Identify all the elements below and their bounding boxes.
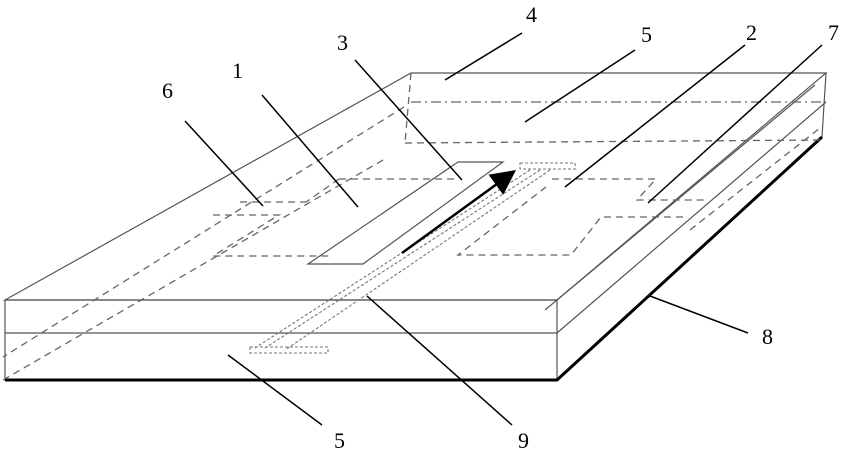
left-patch-edge bbox=[306, 179, 339, 202]
side-inner-line bbox=[545, 85, 815, 310]
leader-8 bbox=[650, 296, 748, 333]
right-patch bbox=[458, 179, 705, 255]
top-face bbox=[5, 73, 826, 300]
hidden-edge-3 bbox=[690, 128, 820, 230]
reference-numerals: 4 5 2 7 3 1 6 8 5 9 bbox=[162, 2, 839, 453]
feed-port-top bbox=[520, 163, 575, 169]
feed-line-edge bbox=[285, 170, 550, 350]
label-4: 4 bbox=[526, 2, 537, 27]
leader-1 bbox=[262, 95, 358, 207]
front-face bbox=[5, 300, 557, 380]
direction-arrow bbox=[402, 173, 512, 253]
leader-lines bbox=[185, 33, 822, 425]
bottom-edge bbox=[5, 137, 822, 380]
label-5-bottom: 5 bbox=[334, 428, 345, 453]
label-2: 2 bbox=[746, 20, 757, 45]
leader-7 bbox=[648, 45, 822, 203]
leader-5-bottom bbox=[228, 355, 322, 425]
label-1: 1 bbox=[232, 58, 243, 83]
back-vertical-hidden bbox=[405, 73, 411, 143]
right-patch-edge bbox=[458, 187, 683, 255]
ground-layer-bottom bbox=[405, 140, 822, 143]
label-9: 9 bbox=[518, 428, 529, 453]
right-patch-edge bbox=[552, 179, 705, 200]
radiating-strip bbox=[308, 162, 503, 264]
hidden-edge-1 bbox=[3, 107, 404, 357]
layer-divider-side bbox=[557, 102, 826, 333]
substrate-block bbox=[5, 73, 826, 380]
left-patch-edge bbox=[213, 215, 333, 256]
leader-5-top bbox=[525, 50, 635, 122]
label-3: 3 bbox=[337, 30, 348, 55]
label-8: 8 bbox=[762, 324, 773, 349]
feed-line-edge bbox=[255, 170, 530, 348]
leader-9 bbox=[367, 296, 512, 425]
label-5-top: 5 bbox=[641, 22, 652, 47]
label-6: 6 bbox=[162, 78, 173, 103]
feed-line bbox=[250, 163, 575, 353]
label-7: 7 bbox=[828, 20, 839, 45]
feed-line-edge bbox=[265, 170, 540, 348]
leader-3 bbox=[355, 60, 462, 180]
